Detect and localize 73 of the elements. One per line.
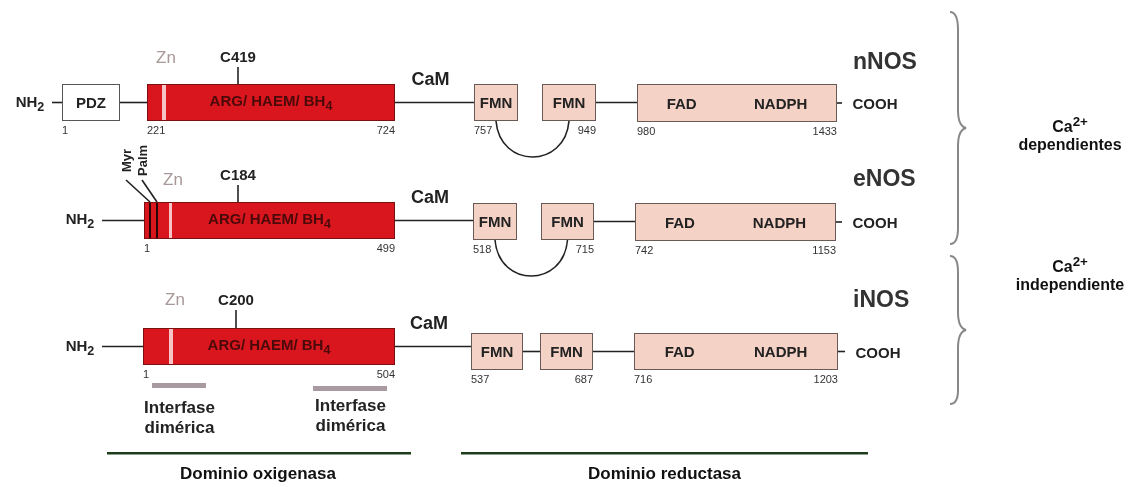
residue-number: 1203 <box>813 373 838 385</box>
domain-label: Dominio oxigenasa <box>179 464 337 484</box>
domain-box: FAD NADPH <box>634 333 838 370</box>
residue-number: 687 <box>574 373 593 385</box>
linker-line <box>836 102 843 104</box>
terminus-label: COOH <box>842 91 908 115</box>
isoform-label: eNOS <box>853 165 916 192</box>
residue-number: 1153 <box>812 244 836 256</box>
group-label: Ca$^{2+}$ independiente <box>1014 254 1126 295</box>
residue-number: 537 <box>471 373 490 385</box>
domain-label: Dominio reductasa <box>586 464 742 484</box>
residue-number: 221 <box>147 124 166 136</box>
residue-number: 949 <box>577 124 596 136</box>
terminus-label: COOH <box>845 340 911 364</box>
domain-box: FMN <box>541 203 594 240</box>
residue-label: C419 <box>212 45 264 67</box>
linker-line <box>101 219 145 222</box>
domain-box: FMN <box>471 333 523 370</box>
domain-box: FMN <box>540 333 593 370</box>
residue-label: C200 <box>210 288 262 310</box>
domain-box: FMN <box>473 203 517 240</box>
metal-label: Zn <box>165 290 185 310</box>
leader-line <box>141 179 158 203</box>
residue-number: 757 <box>474 124 493 136</box>
leader-line <box>237 66 239 85</box>
metal-label: Zn <box>163 170 183 190</box>
modification-label: Palm <box>134 140 150 180</box>
residue-number: 715 <box>575 243 594 255</box>
residue-number: 499 <box>376 242 395 254</box>
linker-line <box>119 101 148 104</box>
linker-line <box>394 345 472 348</box>
terminus-label: NH$_{2}$ <box>8 91 52 115</box>
isoform-label: nNOS <box>853 48 917 75</box>
terminus-label: COOH <box>842 210 908 234</box>
linker-line <box>595 101 638 104</box>
domain-box: ARG/ HAEM/ BH$_{4}$ <box>147 84 395 121</box>
leader-line <box>237 184 239 203</box>
metal-label: Zn <box>156 48 176 68</box>
linker-line <box>835 221 843 223</box>
residue-number: 1 <box>62 124 69 136</box>
linker-line <box>394 101 475 104</box>
residue-number: 1433 <box>812 125 837 137</box>
linker-arc <box>495 120 570 158</box>
leader-line <box>125 179 151 203</box>
terminus-label: NH$_{2}$ <box>58 208 102 232</box>
linker-line <box>593 220 636 223</box>
residue-number: 716 <box>634 373 653 385</box>
residue-number: 724 <box>376 124 395 136</box>
residue-label: C184 <box>212 163 264 185</box>
residue-number: 504 <box>376 368 395 380</box>
domain-box: ARG/ HAEM/ BH$_{4}$ <box>144 202 395 239</box>
linker-line <box>101 345 144 348</box>
domain-box: FMN <box>542 84 596 121</box>
group-label: Ca$^{2+}$ dependientes <box>1017 114 1123 155</box>
residue-number: 518 <box>473 243 492 255</box>
residue-number: 980 <box>637 125 656 137</box>
residue-number: 1 <box>144 242 151 254</box>
linker-line <box>592 350 635 353</box>
domain-box: FMN <box>474 84 518 121</box>
terminus-label: NH$_{2}$ <box>58 335 102 359</box>
domain-box: FAD NADPH <box>637 84 837 122</box>
linker-line <box>394 219 474 222</box>
domain-box: FAD NADPH <box>635 203 836 241</box>
modification-label: Myr <box>118 140 134 180</box>
residue-number: 1 <box>143 368 150 380</box>
isoform-label: iNOS <box>853 286 910 313</box>
domain-box: PDZ <box>62 84 120 121</box>
region-label: Interfase dimérica <box>143 398 216 438</box>
leader-line <box>235 309 237 329</box>
residue-number: 742 <box>635 244 654 256</box>
domain-box: ARG/ HAEM/ BH$_{4}$ <box>143 328 395 365</box>
linker-arc <box>494 239 569 277</box>
region-label: Interfase dimérica <box>314 396 387 436</box>
